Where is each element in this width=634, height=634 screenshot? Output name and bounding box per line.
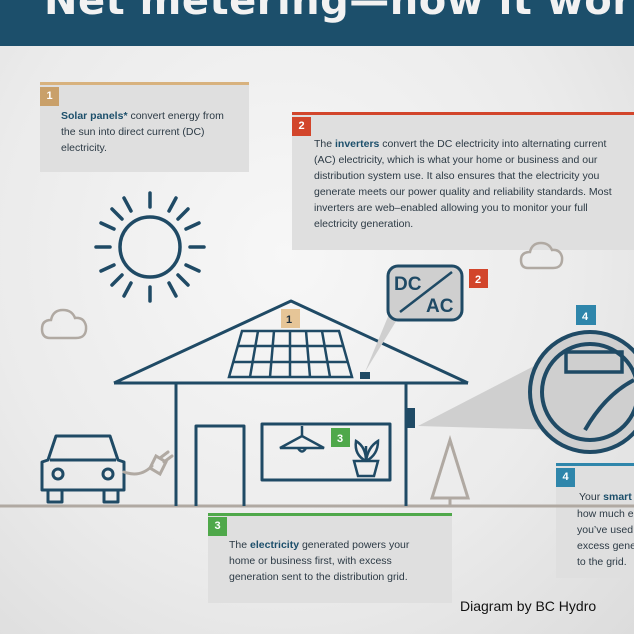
- page-title: Net metering—how it works: [44, 0, 634, 24]
- callout-beam: [418, 365, 560, 430]
- marker-4-badge: [576, 305, 596, 325]
- card-line: you’ve used: [577, 524, 634, 536]
- keyword: inverters: [335, 138, 380, 150]
- card-body: generated powers your home or business f…: [229, 539, 410, 583]
- plant-icon: [352, 438, 380, 478]
- solar-panel-icon: [227, 329, 354, 379]
- dc-label: DC: [394, 274, 422, 295]
- smart-meter-icon: [528, 330, 634, 454]
- marker-1-label: 1: [286, 314, 292, 326]
- keyword: electricity: [250, 539, 300, 551]
- step-badge-3: 3: [208, 517, 227, 536]
- ac-label: AC: [426, 296, 454, 317]
- card-line: excess gene: [577, 540, 634, 552]
- card-body: convert energy from the sun into direct …: [61, 110, 224, 154]
- lamp-icon: [279, 426, 325, 453]
- card-line: how much e: [577, 508, 634, 520]
- marker-1-badge: [281, 309, 300, 328]
- card-prefix: The: [314, 138, 336, 150]
- image-credit: Diagram by BC Hydro: [460, 598, 597, 614]
- card-text: The electricity generated powers your ho…: [229, 537, 434, 585]
- keyword: smart: [603, 491, 632, 503]
- card-inverters: 2 The inverters convert the DC electrici…: [292, 112, 634, 250]
- step-badge-1: 1: [40, 87, 59, 106]
- card-accent-line: [556, 463, 634, 466]
- car-icon: [40, 434, 126, 504]
- card-text: Solar panels* convert energy from the su…: [61, 108, 241, 156]
- marker-3-label: 3: [337, 433, 343, 445]
- title-banner: Net metering—how it works: [0, 0, 634, 46]
- card-solar-panels: 1 Solar panels* convert energy from the …: [40, 82, 249, 172]
- sun-icon: [94, 191, 206, 303]
- inverter-callout: [386, 264, 464, 322]
- card-prefix: The: [229, 539, 251, 551]
- card-electricity: 3 The electricity generated powers your …: [208, 513, 452, 603]
- marker-4-label: 4: [582, 311, 589, 323]
- cloud-icon: [40, 308, 88, 340]
- tree-icon: [429, 434, 471, 506]
- marker-2-label: 2: [475, 274, 481, 286]
- charging-plug-icon: [122, 450, 174, 477]
- card-accent-line: [40, 82, 249, 85]
- card-smart-meter: 4 Your smart how much e you’ve used exce…: [556, 463, 634, 578]
- keyword: Solar panels*: [61, 110, 128, 122]
- step-badge-2: 2: [292, 117, 311, 136]
- card-text: The inverters convert the DC electricity…: [314, 136, 619, 232]
- card-line: to the grid.: [577, 556, 627, 568]
- card-prefix: Your: [579, 491, 604, 503]
- card-accent-line: [292, 112, 634, 115]
- step-badge-4: 4: [556, 468, 575, 487]
- card-accent-line: [208, 513, 452, 516]
- house-icon: [113, 299, 469, 506]
- inverter-box: [360, 372, 370, 379]
- card-body: convert the DC electricity into alternat…: [314, 138, 612, 230]
- meter-box: [406, 408, 415, 428]
- marker-2-badge: [469, 269, 488, 288]
- callout-beam: [365, 307, 398, 372]
- marker-3-badge: [331, 428, 350, 447]
- card-text: Your smart: [579, 489, 632, 505]
